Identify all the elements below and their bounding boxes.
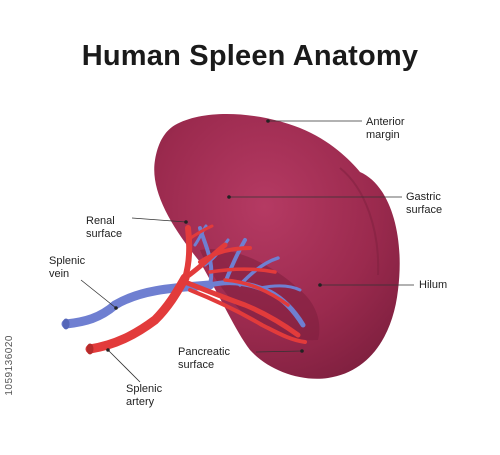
splenic-artery [85, 224, 307, 354]
label-hilum: Hilum [419, 279, 448, 291]
spleen-body [154, 113, 400, 379]
label-renal-surface: Renal surface [86, 215, 123, 240]
label-splenic-vein: Splenic vein [49, 255, 86, 280]
label-pancreatic-surface: Pancreatic surface [178, 346, 230, 371]
label-splenic-artery: Splenic artery [126, 383, 163, 408]
leader-dots [106, 119, 322, 353]
splenic-vein-cap [62, 318, 70, 330]
stock-id-watermark: 1059136020 [4, 335, 15, 396]
splenic-artery-cap [86, 343, 94, 355]
label-anterior-margin: Anterior margin [366, 116, 405, 141]
leader-lines [80, 120, 414, 383]
diagram-title: Human Spleen Anatomy [81, 40, 419, 72]
spleen-lobe-edge [339, 167, 380, 276]
label-gastric-surface: Gastric surface [406, 191, 443, 216]
